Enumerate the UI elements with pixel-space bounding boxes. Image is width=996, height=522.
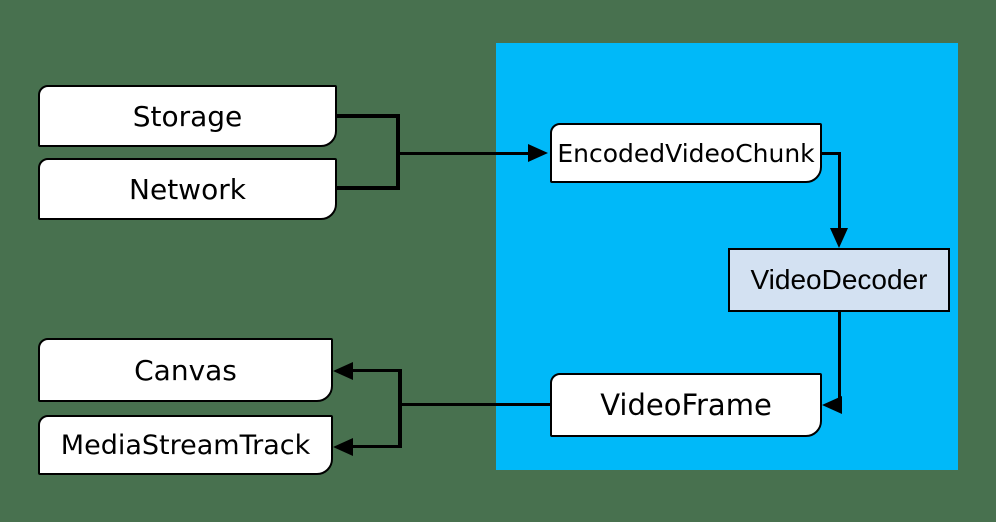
node-media-stream-track: MediaStreamTrack — [38, 415, 333, 475]
arrowhead-into-encoded-video-chunk — [528, 144, 548, 162]
connector-down-to-video-decoder — [838, 152, 841, 230]
connector-to-canvas — [351, 369, 400, 372]
connector-video-frame-out — [399, 403, 550, 406]
arrowhead-into-video-frame — [822, 396, 842, 414]
node-canvas: Canvas — [38, 338, 333, 402]
node-storage: Storage — [38, 85, 337, 147]
arrowhead-into-canvas — [333, 362, 353, 380]
arrowhead-into-media-stream-track — [333, 438, 353, 456]
connector-to-media-stream-track — [351, 445, 400, 448]
node-network: Network — [38, 158, 337, 220]
arrowhead-into-video-decoder — [830, 228, 848, 248]
node-network-label: Network — [129, 172, 246, 206]
node-canvas-label: Canvas — [134, 353, 237, 387]
node-media-stream-track-label: MediaStreamTrack — [60, 429, 311, 461]
connector-encoded-video-chunk-out — [820, 152, 841, 155]
connector-sinks-branch — [398, 369, 402, 448]
connector-storage-out — [335, 114, 400, 118]
node-video-decoder-label: VideoDecoder — [750, 264, 928, 295]
node-encoded-video-chunk-label: EncodedVideoChunk — [557, 138, 815, 168]
node-video-frame: VideoFrame — [550, 373, 822, 437]
node-encoded-video-chunk: EncodedVideoChunk — [550, 123, 822, 183]
node-storage-label: Storage — [132, 99, 243, 133]
connector-to-encoded-video-chunk — [398, 152, 528, 155]
connector-network-out — [335, 186, 400, 190]
connector-down-to-video-frame — [838, 310, 841, 406]
node-video-decoder: VideoDecoder — [728, 248, 950, 312]
node-video-frame-label: VideoFrame — [600, 388, 772, 422]
